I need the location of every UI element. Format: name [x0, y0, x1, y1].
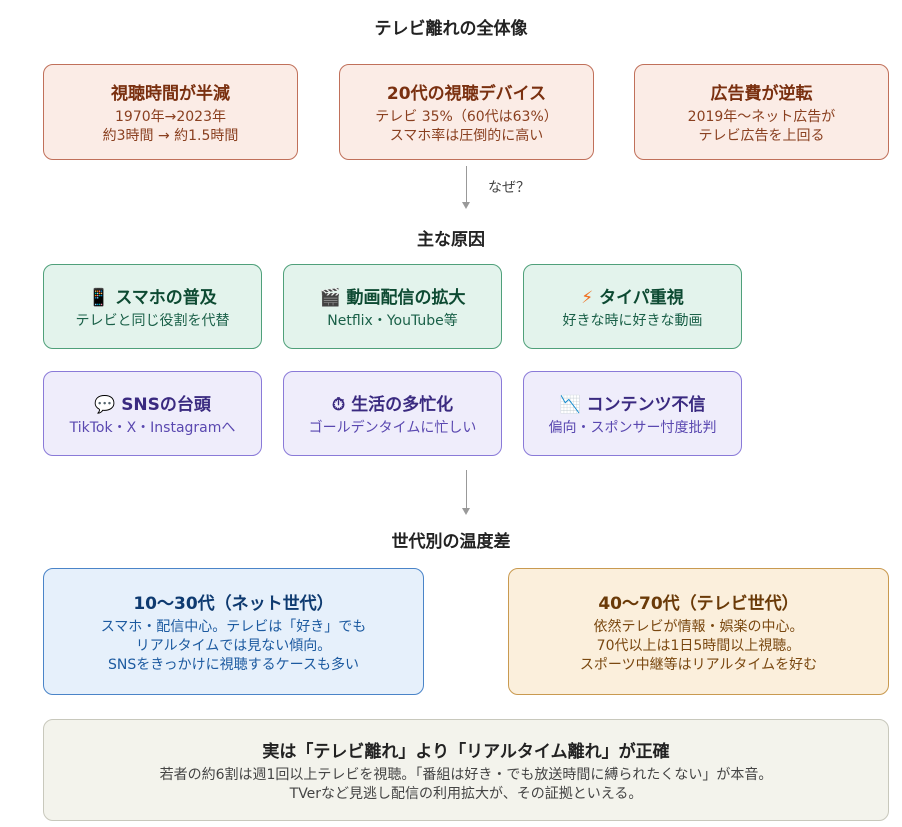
- generation-line: リアルタイムでは見ない傾向。: [135, 637, 332, 654]
- cause-title: スマホの普及: [115, 287, 217, 308]
- generation-card-older: 40〜70代（テレビ世代） 依然テレビが情報・娯楽の中心。 70代以上は1日5時…: [508, 568, 889, 695]
- cause-sub: 偏向・スポンサー忖度批判: [548, 419, 717, 436]
- conclusion-line: 若者の約6割は週1回以上テレビを視聴。「番組は好き・でも放送時間に縛られたくない…: [159, 766, 773, 783]
- smartphone-icon: 📱: [88, 287, 110, 308]
- fact-line: 約3時間 → 約1.5時間: [102, 127, 239, 144]
- cause-title: タイパ重視: [599, 287, 684, 308]
- generation-title: 40〜70代（テレビ世代）: [598, 593, 799, 614]
- cause-card: 🎬 動画配信の拡大 Netflix・YouTube等: [283, 264, 502, 349]
- fact-line: スマホ率は圧倒的に高い: [389, 127, 544, 144]
- fact-line: 2019年〜ネット広告が: [687, 108, 836, 125]
- generation-line: スマホ・配信中心。テレビは「好き」でも: [100, 618, 367, 635]
- cause-card: ⚡ タイパ重視 好きな時に好きな動画: [523, 264, 742, 349]
- arrow-down-icon: [462, 202, 470, 209]
- generations-heading: 世代別の温度差: [391, 532, 511, 552]
- cause-card: 📉 コンテンツ不信 偏向・スポンサー忖度批判: [523, 371, 742, 456]
- generation-line: スポーツ中継等はリアルタイムを好む: [579, 656, 818, 673]
- fact-line: テレビ広告を上回る: [698, 127, 825, 144]
- cause-card: 📱 スマホの普及 テレビと同じ役割を代替: [43, 264, 262, 349]
- fact-card-ad-spend: 広告費が逆転 2019年〜ネット広告が テレビ広告を上回る: [634, 64, 889, 160]
- cause-title: SNSの台頭: [121, 394, 211, 415]
- conclusion-line: TVerなど見逃し配信の利用拡大が、その証拠といえる。: [289, 785, 643, 802]
- cause-card: 💬 SNSの台頭 TikTok・X・Instagramへ: [43, 371, 262, 456]
- speech-bubble-icon: 💬: [94, 394, 116, 415]
- generation-card-young: 10〜30代（ネット世代） スマホ・配信中心。テレビは「好き」でも リアルタイム…: [43, 568, 424, 695]
- fact-card-viewing-time: 視聴時間が半減 1970年→2023年 約3時間 → 約1.5時間: [43, 64, 298, 160]
- why-label: なぜ？: [488, 180, 530, 196]
- stopwatch-icon: ⏱: [331, 394, 346, 415]
- cause-sub: TikTok・X・Instagramへ: [69, 419, 236, 436]
- fact-title: 20代の視聴デバイス: [386, 83, 547, 104]
- fact-line: テレビ 35%（60代は63%）: [375, 108, 558, 125]
- fact-card-devices: 20代の視聴デバイス テレビ 35%（60代は63%） スマホ率は圧倒的に高い: [339, 64, 594, 160]
- cause-title: コンテンツ不信: [586, 394, 706, 415]
- causes-heading: 主な原因: [417, 230, 485, 250]
- lightning-icon: ⚡: [581, 287, 594, 308]
- generation-line: 依然テレビが情報・娯楽の中心。: [593, 618, 804, 635]
- chart-decreasing-icon: 📉: [559, 394, 581, 415]
- generation-title: 10〜30代（ネット世代）: [133, 593, 334, 614]
- conclusion-title: 実は「テレビ離れ」より「リアルタイム離れ」が正確: [262, 741, 670, 762]
- generation-line: SNSをきっかけに視聴するケースも多い: [108, 656, 359, 673]
- cause-title: 生活の多忙化: [351, 394, 454, 415]
- cause-title: 動画配信の拡大: [346, 287, 466, 308]
- fact-line: 1970年→2023年: [115, 108, 226, 125]
- fact-title: 視聴時間が半減: [111, 83, 230, 104]
- connector-line: [466, 470, 467, 508]
- cause-sub: テレビと同じ役割を代替: [75, 312, 230, 329]
- cause-sub: ゴールデンタイムに忙しい: [308, 419, 477, 436]
- cause-sub: Netflix・YouTube等: [327, 312, 458, 329]
- fact-title: 広告費が逆転: [710, 83, 813, 104]
- cause-sub: 好きな時に好きな動画: [562, 312, 703, 329]
- cause-card: ⏱ 生活の多忙化 ゴールデンタイムに忙しい: [283, 371, 502, 456]
- conclusion-box: 実は「テレビ離れ」より「リアルタイム離れ」が正確 若者の約6割は週1回以上テレビ…: [43, 719, 889, 821]
- arrow-down-icon: [462, 508, 470, 515]
- connector-line: [466, 166, 467, 202]
- generation-line: 70代以上は1日5時間以上視聴。: [596, 637, 801, 654]
- diagram-title: テレビ離れの全体像: [374, 19, 528, 39]
- clapperboard-icon: 🎬: [319, 287, 341, 308]
